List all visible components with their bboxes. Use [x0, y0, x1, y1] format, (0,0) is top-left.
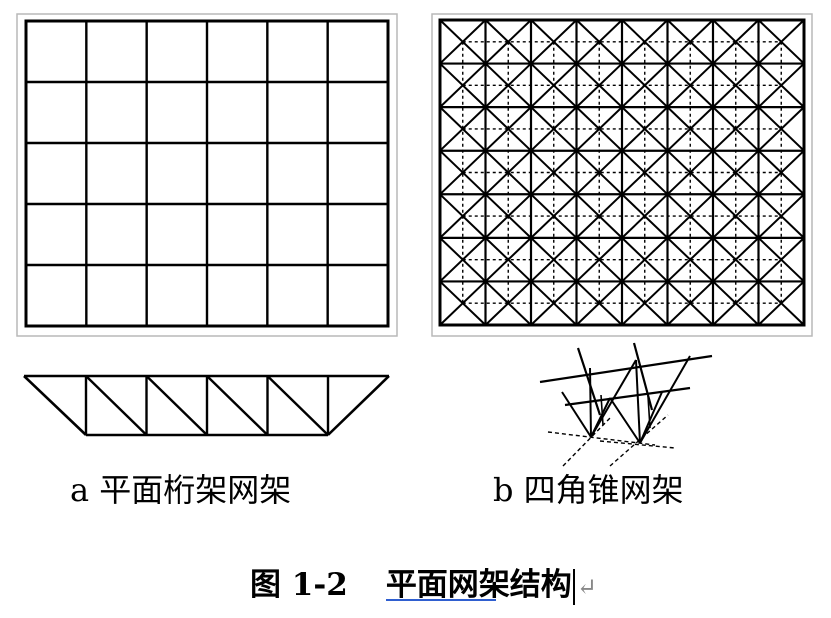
web-diagonal	[757, 62, 805, 108]
web-diagonal	[484, 193, 532, 239]
web-diagonal	[712, 19, 760, 65]
web-diagonal	[575, 106, 623, 152]
web-diagonal	[621, 62, 669, 108]
web-member	[590, 359, 637, 438]
web-diagonal	[621, 106, 669, 152]
web-diagonal	[439, 62, 487, 108]
web-member	[600, 394, 604, 426]
figure-caption: 图 1-2 平面网架结构↵	[250, 563, 597, 607]
web-diagonal	[712, 193, 760, 239]
web-diagonal	[712, 280, 760, 326]
web-diagonal	[757, 149, 805, 196]
web-diagonal	[757, 237, 805, 283]
spellcheck-underline	[385, 599, 496, 601]
figure-title: 平面网	[385, 567, 496, 603]
paragraph-return-mark: ↵	[576, 572, 597, 601]
web-diagonal	[666, 280, 714, 326]
bottom-chord	[609, 414, 669, 467]
text-cursor	[572, 568, 575, 605]
web-diagonal	[666, 62, 714, 108]
bottom-chord	[547, 431, 656, 446]
grid-border	[438, 18, 806, 327]
web-diagonal	[484, 19, 532, 65]
panel-b-label: b 四角锥网架	[493, 471, 684, 509]
web-diagonal	[666, 19, 714, 65]
web-diagonal	[757, 106, 805, 152]
web-member	[561, 391, 592, 438]
web-diagonal	[757, 19, 805, 65]
web-diagonal	[484, 106, 532, 152]
web-diagonal	[484, 280, 532, 326]
web-diagonal	[575, 237, 623, 283]
web-diagonal	[666, 106, 714, 152]
web-diagonal	[530, 237, 578, 283]
truss-diagonal	[206, 375, 269, 436]
truss-diagonal	[145, 375, 208, 436]
web-diagonal	[621, 149, 669, 196]
web-diagonal	[530, 62, 578, 108]
web-diagonal	[484, 149, 532, 196]
web-diagonal	[439, 19, 487, 65]
truss-diagonal	[266, 375, 329, 436]
web-diagonal	[757, 280, 805, 326]
web-diagonal	[666, 237, 714, 283]
web-member	[639, 391, 663, 444]
web-member	[635, 359, 641, 444]
web-diagonal	[712, 62, 760, 108]
bottom-chord	[599, 440, 676, 449]
web-diagonal	[439, 149, 487, 196]
web-diagonal	[439, 193, 487, 239]
web-diagonal	[712, 106, 760, 152]
web-diagonal	[621, 280, 669, 326]
planar-truss-plan-grid	[16, 13, 398, 337]
bottom-chord	[562, 415, 613, 467]
web-diagonal	[575, 193, 623, 239]
web-diagonal	[757, 193, 805, 239]
figure-number: 图 1-2	[250, 567, 348, 603]
web-diagonal	[666, 149, 714, 196]
web-diagonal	[621, 19, 669, 65]
web-diagonal	[439, 237, 487, 283]
planar-truss-elevation	[23, 374, 390, 437]
web-diagonal	[439, 280, 487, 326]
figure-title-rest: 架结构	[478, 567, 572, 603]
web-diagonal	[484, 237, 532, 283]
web-member	[639, 355, 691, 444]
plan-frame	[431, 13, 813, 337]
panel-a-label: a 平面桁架网架	[70, 471, 292, 509]
plan-frame	[16, 13, 398, 337]
square-pyramid-plan-grid	[431, 13, 813, 337]
web-member	[589, 367, 592, 438]
truss-end-diagonal	[327, 375, 390, 436]
web-member	[590, 397, 611, 438]
web-diagonal	[530, 149, 578, 196]
web-diagonal	[621, 237, 669, 283]
top-chord	[632, 342, 654, 411]
web-diagonal	[575, 62, 623, 108]
web-diagonal	[712, 237, 760, 283]
web-diagonal	[530, 280, 578, 326]
web-member	[647, 395, 651, 429]
square-pyramid-detail	[539, 342, 713, 467]
web-diagonal	[530, 106, 578, 152]
truss-end-diagonal	[23, 375, 87, 436]
web-diagonal	[530, 19, 578, 65]
web-diagonal	[530, 193, 578, 239]
figure-title-underlined: 平面网	[385, 567, 479, 603]
web-diagonal	[575, 149, 623, 196]
web-diagonal	[439, 106, 487, 152]
web-diagonal	[621, 193, 669, 239]
web-diagonal	[575, 280, 623, 326]
truss-diagonal	[85, 375, 148, 436]
top-chord	[576, 347, 602, 416]
web-member	[609, 397, 641, 444]
web-diagonal	[575, 19, 623, 65]
web-diagonal	[712, 149, 760, 196]
web-diagonal	[666, 193, 714, 239]
top-chord	[539, 354, 713, 384]
web-diagonal	[484, 62, 532, 108]
